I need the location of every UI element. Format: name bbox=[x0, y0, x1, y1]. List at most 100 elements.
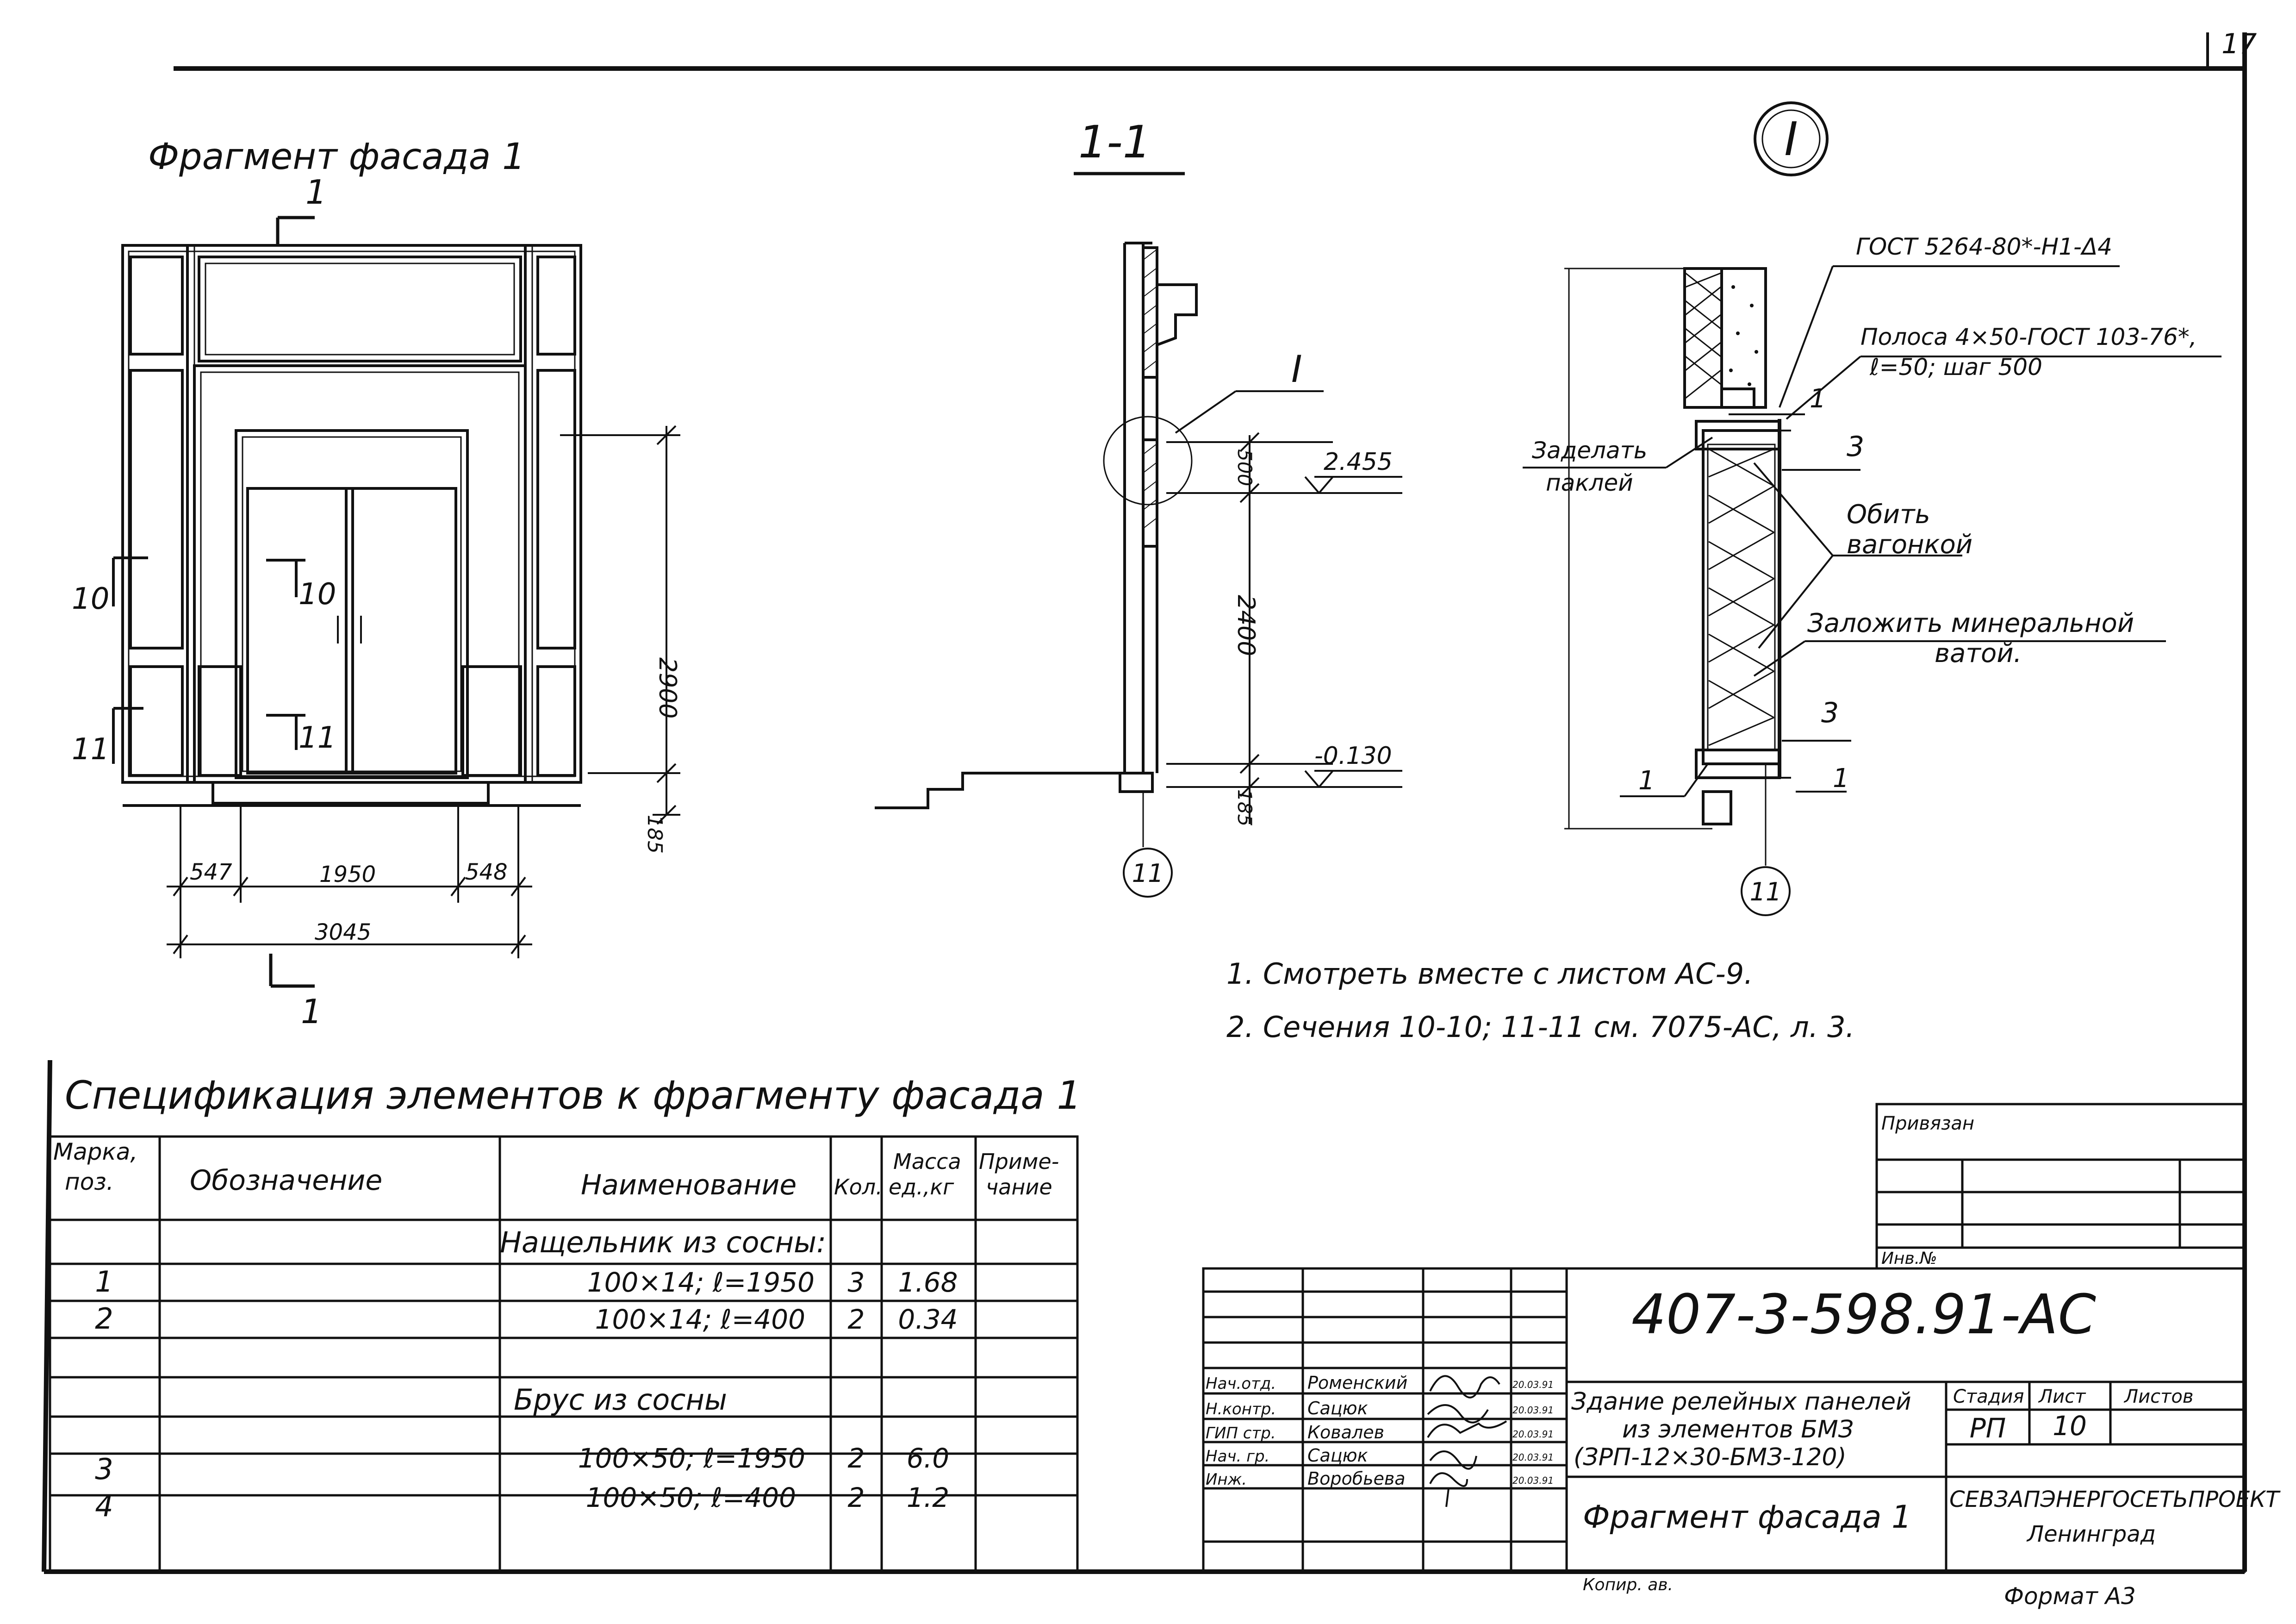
detail-mark-1-left: 1 bbox=[1638, 766, 1655, 796]
detail-mark-3-top: 3 bbox=[1847, 431, 1864, 463]
clad-label-2: вагонкой bbox=[1847, 530, 1972, 560]
section-axis-11: 11 bbox=[1132, 859, 1164, 888]
spec-table: Спецификация элементов к фрагменту фасад… bbox=[49, 1073, 1082, 1573]
spec-row-2-name: 100×14; ℓ=400 bbox=[595, 1304, 805, 1335]
wool-label-2: ватой. bbox=[1935, 638, 2022, 668]
detail-axis-11: 11 bbox=[1750, 877, 1782, 906]
sheets-label: Листов bbox=[2123, 1386, 2193, 1407]
spec-row-6-qty: 2 bbox=[848, 1482, 865, 1513]
drawing-code: 407-3-598.91-АС bbox=[1631, 1282, 2096, 1346]
col-qty: Кол. bbox=[834, 1174, 883, 1199]
note-2: 2. Сечения 10-10; 11-11 см. 7075-АС, л. … bbox=[1226, 1010, 1854, 1044]
col-mass-1: Масса bbox=[893, 1149, 961, 1174]
sheet-label: Лист bbox=[2038, 1386, 2086, 1407]
project-line-2: из элементов БМЗ bbox=[1622, 1416, 1854, 1443]
section-mark-11-left: 11 bbox=[72, 732, 109, 767]
person-3-date: 20.03.91 bbox=[1512, 1452, 1554, 1463]
project-line-3: (ЗРП-12×30-БМЗ-120) bbox=[1574, 1443, 1847, 1471]
person-0-date: 20.03.91 bbox=[1512, 1379, 1554, 1390]
wool-label-1: Заложить минеральной bbox=[1807, 608, 2134, 638]
col-mark-1: Марка, bbox=[53, 1138, 137, 1165]
person-2-date: 20.03.91 bbox=[1512, 1429, 1554, 1440]
gost-weld-label: ГОСТ 5264-80*-Н1-Δ4 bbox=[1856, 233, 2112, 260]
spec-row-2-qty: 2 bbox=[848, 1304, 865, 1335]
person-4-date: 20.03.91 bbox=[1512, 1475, 1554, 1486]
spec-row-5-qty: 2 bbox=[848, 1443, 865, 1474]
stage-label: Стадия bbox=[1953, 1386, 2024, 1407]
cut-mark-bottom: 1 bbox=[301, 992, 322, 1031]
col-mass-2: ед.,кг bbox=[889, 1174, 954, 1199]
person-1-name: Сацюк bbox=[1307, 1398, 1368, 1418]
signatures bbox=[1427, 1375, 1507, 1507]
detail-I: I bbox=[1523, 101, 2221, 916]
person-4-role: Инж. bbox=[1206, 1470, 1247, 1489]
dim-547: 547 bbox=[190, 859, 232, 885]
dim-185-section: 185 bbox=[1233, 789, 1256, 826]
project-line-1: Здание релейных панелей bbox=[1571, 1388, 1911, 1416]
spec-row-1-mass: 1.68 bbox=[898, 1267, 958, 1298]
sheet-number: 17 bbox=[2221, 28, 2257, 60]
dim-548: 548 bbox=[465, 859, 508, 885]
detail-mark-3-bottom: 3 bbox=[1821, 697, 1839, 729]
org-name: СЕВЗАПЭНЕРГОСЕТЬПРОЕКТ bbox=[1949, 1487, 2281, 1512]
level-minus-0130: -0.130 bbox=[1314, 742, 1392, 770]
col-note-2: чание bbox=[986, 1174, 1052, 1199]
spec-row-6-mark: 4 bbox=[95, 1489, 113, 1523]
person-1-role: Н.контр. bbox=[1206, 1400, 1276, 1418]
title-block: 407-3-598.91-АС Нач.отд. Роменский 20.03… bbox=[1202, 1267, 2281, 1573]
seal-label-2: паклей bbox=[1546, 469, 1633, 496]
org-city: Ленинград bbox=[2026, 1521, 2156, 1547]
dim-3045: 3045 bbox=[315, 919, 371, 945]
col-note-1: Приме- bbox=[979, 1149, 1059, 1174]
level-2455: 2.455 bbox=[1324, 448, 1393, 476]
clad-label-1: Обить bbox=[1847, 500, 1930, 530]
seal-label-1: Заделать bbox=[1532, 437, 1647, 464]
section-title: 1-1 bbox=[1078, 116, 1151, 168]
detail-title: I bbox=[1784, 112, 1798, 166]
person-2-role: ГИП стр. bbox=[1206, 1424, 1276, 1443]
spec-row-6-mass: 1.2 bbox=[907, 1482, 949, 1513]
person-1-date: 20.03.91 bbox=[1512, 1405, 1554, 1416]
spec-row-1-name: 100×14; ℓ=1950 bbox=[587, 1267, 815, 1298]
section-1-1: 1-1 bbox=[875, 116, 1402, 898]
spec-row-4-name: Брус из сосны bbox=[514, 1383, 727, 1417]
spec-row-2-mass: 0.34 bbox=[898, 1304, 958, 1335]
spec-row-1-mark: 1 bbox=[95, 1265, 113, 1299]
person-0-role: Нач.отд. bbox=[1206, 1374, 1276, 1393]
section-callout-I: I bbox=[1291, 348, 1302, 391]
strip-label-2: ℓ=50; шаг 500 bbox=[1869, 354, 2042, 381]
spec-row-1-qty: 3 bbox=[848, 1267, 865, 1298]
section-mark-11-door: 11 bbox=[299, 721, 336, 755]
dim-1950: 1950 bbox=[319, 862, 376, 887]
col-name: Наименование bbox=[581, 1169, 796, 1201]
person-4-name: Воробьева bbox=[1307, 1468, 1406, 1489]
stage-value: РП bbox=[1970, 1412, 2006, 1444]
dim-base-185: 185 bbox=[643, 815, 666, 854]
person-3-role: Нач. гр. bbox=[1206, 1447, 1269, 1466]
spec-row-2-mark: 2 bbox=[95, 1302, 113, 1336]
copied-label: Копир. ав. bbox=[1583, 1575, 1673, 1594]
person-3-name: Сацюк bbox=[1307, 1445, 1368, 1466]
dim-500: 500 bbox=[1233, 449, 1256, 486]
spec-row-6-name: 100×50; ℓ=400 bbox=[586, 1482, 796, 1513]
notes: 1. Смотреть вместе с листом АС-9. 2. Сеч… bbox=[1226, 957, 1854, 1044]
drawing-name: Фрагмент фасада 1 bbox=[1583, 1499, 1911, 1536]
spec-row-0-name: Нащельник из сосны: bbox=[500, 1225, 826, 1259]
binding-label: Привязан bbox=[1881, 1113, 1974, 1134]
facade-fragment: Фрагмент фасада 1 bbox=[72, 136, 681, 1031]
col-designation: Обозначение bbox=[190, 1164, 382, 1197]
person-2-name: Ковалев bbox=[1307, 1422, 1384, 1443]
dim-height-2900: 2900 bbox=[653, 657, 681, 718]
facade-title: Фрагмент фасада 1 bbox=[148, 136, 525, 178]
col-mark-2: поз. bbox=[65, 1168, 114, 1195]
spec-row-5-mass: 6.0 bbox=[907, 1443, 949, 1474]
cut-mark-top: 1 bbox=[305, 173, 327, 212]
section-mark-10-door: 10 bbox=[299, 577, 336, 612]
spec-row-5-mark: 3 bbox=[95, 1452, 113, 1486]
spec-row-5-name: 100×50; ℓ=1950 bbox=[578, 1443, 805, 1474]
strip-label-1: Полоса 4×50-ГОСТ 103-76*, bbox=[1860, 324, 2197, 350]
section-mark-10-left: 10 bbox=[72, 582, 109, 616]
dim-2400: 2400 bbox=[1232, 595, 1260, 656]
note-1: 1. Смотреть вместе с листом АС-9. bbox=[1226, 957, 1753, 991]
